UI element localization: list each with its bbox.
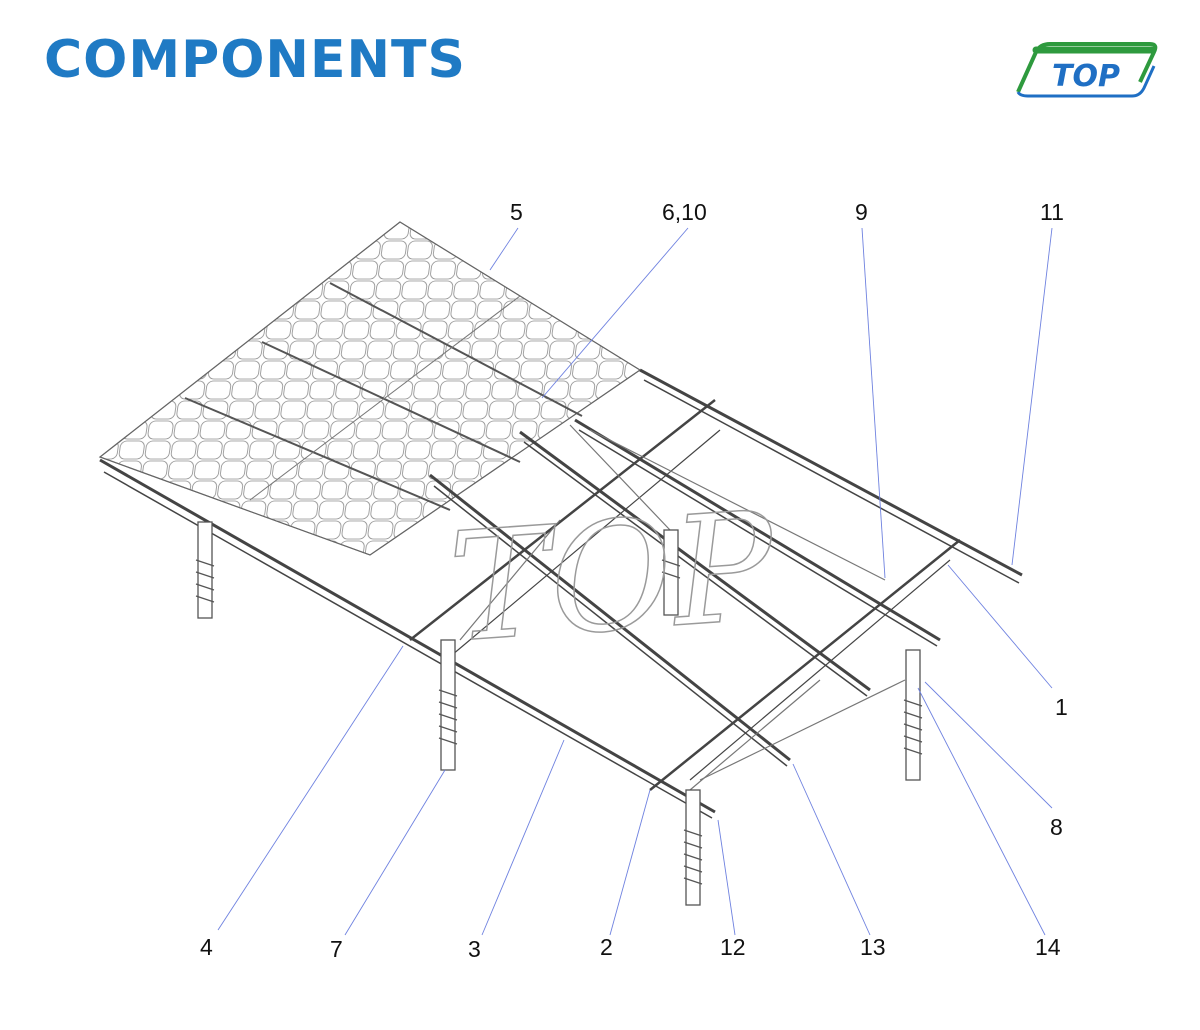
braces xyxy=(459,424,906,791)
callout-14: 14 xyxy=(1035,934,1061,960)
callout-4: 4 xyxy=(200,934,213,960)
callout-9: 9 xyxy=(855,199,868,225)
leader-lines xyxy=(217,227,1053,936)
callout-2: 2 xyxy=(600,934,613,960)
callout-11: 11 xyxy=(1040,199,1064,225)
watermark: TOP xyxy=(444,480,782,676)
callout-12: 12 xyxy=(720,934,746,960)
callouts: 5 6,10 9 11 1 8 4 7 3 2 12 13 14 xyxy=(200,199,1068,962)
callout-5: 5 xyxy=(510,199,523,225)
callout-6-10: 6,10 xyxy=(662,199,707,225)
callout-1: 1 xyxy=(1055,694,1068,720)
callout-7: 7 xyxy=(330,936,343,962)
rafters xyxy=(409,399,961,791)
top-logo: TOP xyxy=(1016,42,1158,98)
callout-8: 8 xyxy=(1050,814,1063,840)
ground-screws xyxy=(195,521,923,906)
logo-text: TOP xyxy=(1052,59,1120,94)
callout-13: 13 xyxy=(860,934,886,960)
solar-panels xyxy=(98,221,642,556)
callout-3: 3 xyxy=(468,936,481,962)
page-title: COMPONENTS xyxy=(44,30,466,90)
